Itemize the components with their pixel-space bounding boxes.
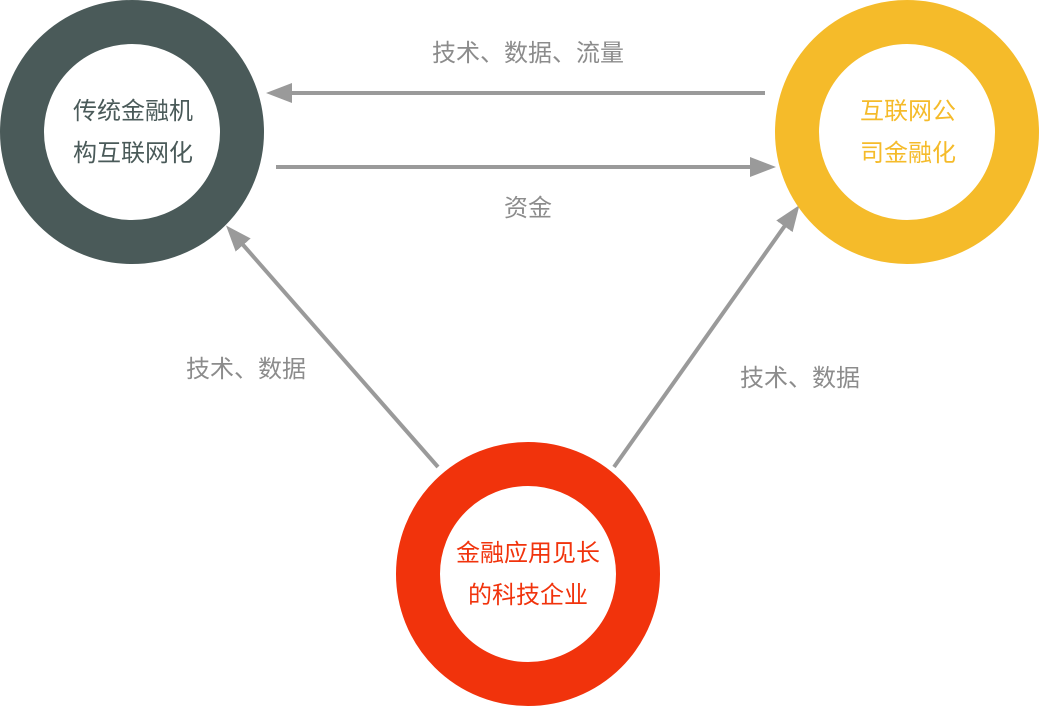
node-internet-label-line1: 互联网公 — [860, 97, 956, 125]
arrow-fintech-to-traditional — [226, 225, 440, 469]
edge-label-internet-to-traditional: 技术、数据、流量 — [432, 39, 624, 67]
node-fintech-ring — [396, 442, 660, 706]
edge-label-fintech-to-traditional: 技术、数据 — [186, 355, 306, 383]
node-internet-company: 互联网公 司金融化 — [775, 0, 1039, 264]
arrow-fintech-to-internet — [612, 205, 800, 469]
edge-label-fintech-to-internet: 技术、数据 — [740, 364, 860, 392]
node-traditional-label-line1: 传统金融机 — [73, 97, 193, 125]
edge-label-traditional-to-internet: 资金 — [504, 194, 552, 222]
node-fintech-label-line1: 金融应用见长 — [456, 539, 600, 567]
node-internet-label-line2: 司金融化 — [860, 139, 956, 167]
node-internet-ring — [775, 0, 1039, 264]
node-fintech-enterprise: 金融应用见长 的科技企业 — [396, 442, 660, 706]
node-traditional-ring — [0, 0, 264, 264]
node-traditional-label-line2: 构互联网化 — [73, 139, 193, 167]
node-traditional-finance: 传统金融机 构互联网化 — [0, 0, 264, 264]
node-fintech-label-line2: 的科技企业 — [468, 581, 588, 609]
